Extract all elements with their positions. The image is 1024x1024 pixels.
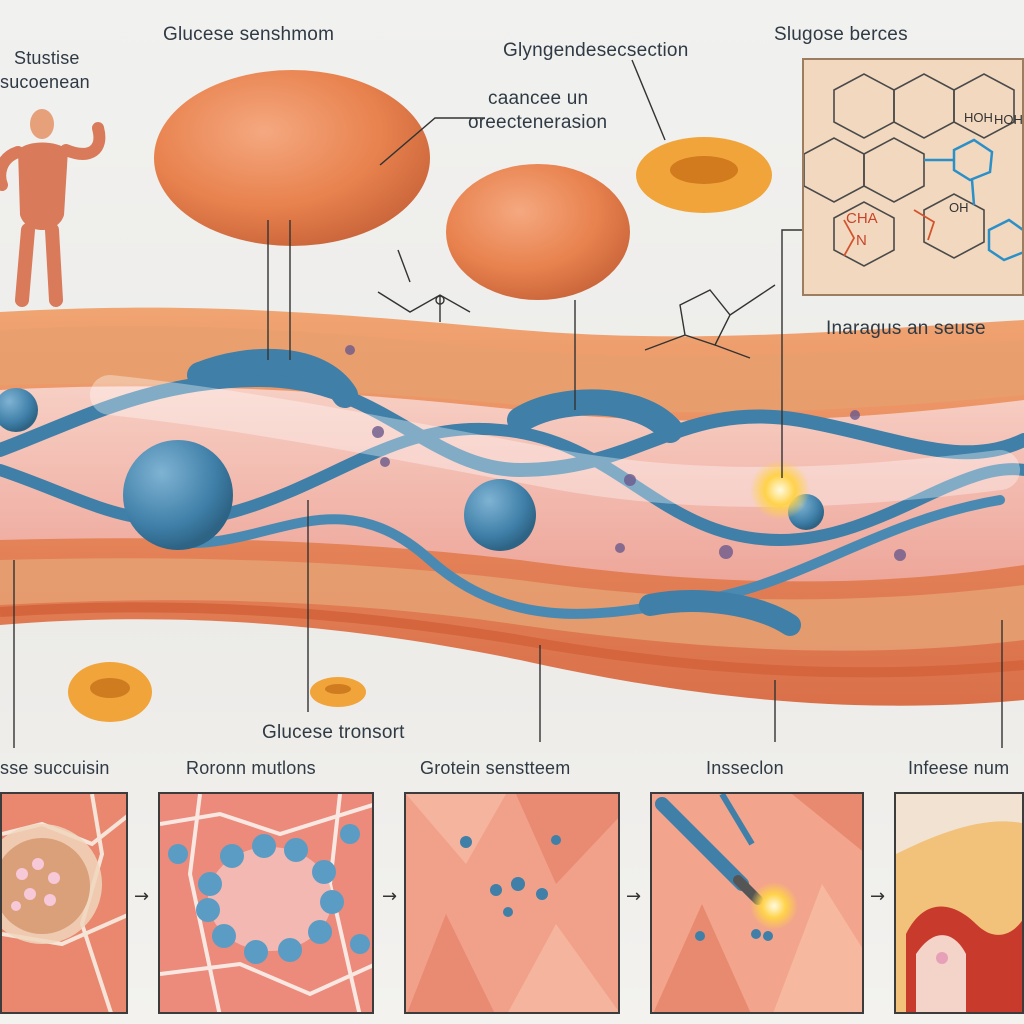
protein-ball-2 xyxy=(464,479,536,551)
step-label-3: Grotein senstteem xyxy=(420,758,571,778)
label-glycogen: Glyngendesecsection xyxy=(503,40,689,61)
label-top-left-1: Stustise xyxy=(14,48,80,68)
muscle-figure xyxy=(0,109,106,307)
panel-1-art xyxy=(2,794,126,1012)
protein-ball-1 xyxy=(123,440,233,550)
step-arrow-1: → xyxy=(134,886,150,907)
panel-2-art xyxy=(160,794,372,1012)
label-inaragus: Inaragus an seuse xyxy=(826,318,986,339)
step-label-5: Infeese num xyxy=(908,758,1010,778)
panel-5-art xyxy=(896,794,1022,1012)
fiber-3 xyxy=(155,495,1005,619)
vessel xyxy=(90,375,1020,507)
label-caption-mid-2: oreectenerasion xyxy=(468,112,608,133)
panel-4-art xyxy=(652,794,862,1012)
chemistry-panel: HOH HOH OH CHA N xyxy=(802,58,1024,296)
label-glucose-transport: Glucese tronsort xyxy=(262,722,405,743)
step-arrow-2: → xyxy=(382,886,398,907)
label-slugose: Slugose berces xyxy=(774,24,908,45)
step-arrow-3: → xyxy=(626,886,642,907)
label-glucose-sensor: Glucese senshmom xyxy=(163,24,335,45)
step-panel-2 xyxy=(158,792,374,1014)
chem-label-n: N xyxy=(856,232,867,249)
chem-label-hoh-2: HOH xyxy=(994,112,1023,127)
chem-structure-1 xyxy=(377,291,471,322)
step-panel-3 xyxy=(404,792,620,1014)
chem-label-oh: OH xyxy=(949,200,969,215)
red-cell-left xyxy=(68,662,152,722)
step-arrow-4: → xyxy=(870,886,886,907)
fiber-1 xyxy=(0,372,1024,478)
protein-ball-3 xyxy=(0,388,38,432)
step-label-4: Insseclon xyxy=(706,758,784,778)
panel-3-art xyxy=(406,794,618,1012)
label-top-left-2: sucoenean xyxy=(0,72,90,92)
chem-label-cha: CHA xyxy=(846,210,878,227)
label-caption-mid-1: caancee un xyxy=(488,88,589,109)
step-panel-5 xyxy=(894,792,1024,1014)
chem-label-hoh: HOH xyxy=(964,110,993,125)
step-panel-1 xyxy=(0,792,128,1014)
step-label-1: sse succuisin xyxy=(0,758,110,778)
step-panel-4 xyxy=(650,792,864,1014)
fiber-segment-low xyxy=(639,590,801,636)
tissue-speckle-top xyxy=(0,325,1024,413)
hexagon-lattice xyxy=(804,73,1022,267)
fiber-segment-top xyxy=(187,348,358,408)
molecule-dots xyxy=(345,345,906,561)
glucose-cell-medium xyxy=(446,164,630,300)
leader-lines xyxy=(13,59,1003,748)
fiber-segment-mid xyxy=(507,389,683,443)
red-cell-small xyxy=(310,677,366,707)
red-cell-top xyxy=(636,137,772,213)
flash xyxy=(750,460,810,520)
chem-structure-2 xyxy=(644,284,776,359)
main-illustration xyxy=(0,59,1024,748)
glucose-cell-large xyxy=(154,70,430,246)
step-label-2: Roronn mutlons xyxy=(186,758,316,778)
tissue-edge xyxy=(0,602,1024,678)
